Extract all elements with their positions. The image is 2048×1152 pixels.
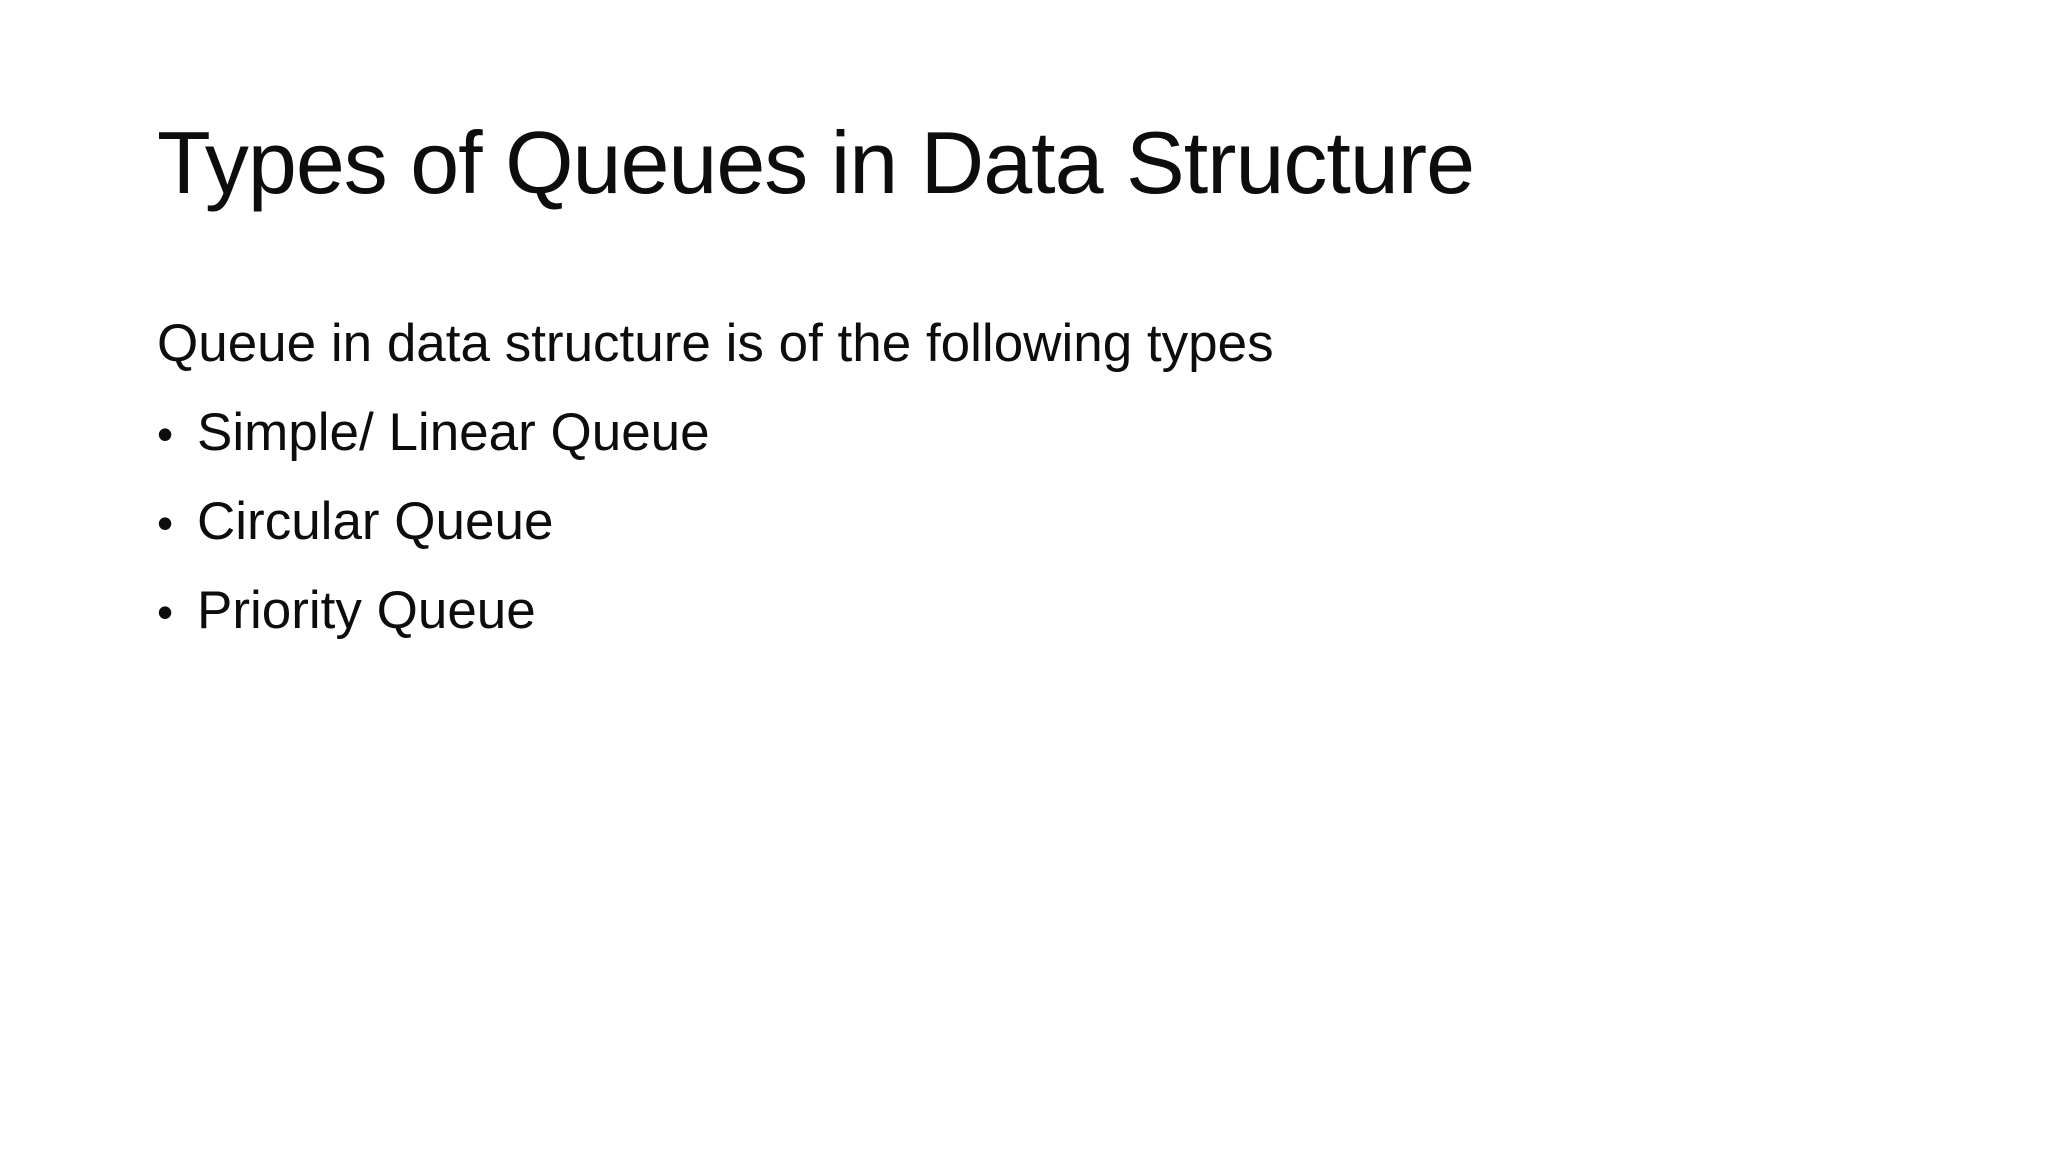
list-item-circular-queue: • Circular Queue (157, 478, 1857, 567)
slide-body: Queue in data structure is of the follow… (157, 300, 1857, 656)
list-item-label: Circular Queue (197, 492, 554, 551)
list-item-label: Priority Queue (197, 581, 536, 640)
list-item-priority-queue: • Priority Queue (157, 567, 1857, 656)
bullet-marker: • (157, 497, 174, 549)
list-item-simple-linear-queue: • Simple/ Linear Queue (157, 389, 1857, 478)
bullet-marker: • (157, 586, 174, 638)
list-item-label: Simple/ Linear Queue (197, 403, 710, 462)
slide-title: Types of Queues in Data Structure (157, 113, 1475, 212)
queue-types-list: • Simple/ Linear Queue • Circular Queue … (157, 389, 1857, 656)
intro-text: Queue in data structure is of the follow… (157, 314, 1274, 373)
bullet-marker: • (157, 408, 174, 460)
